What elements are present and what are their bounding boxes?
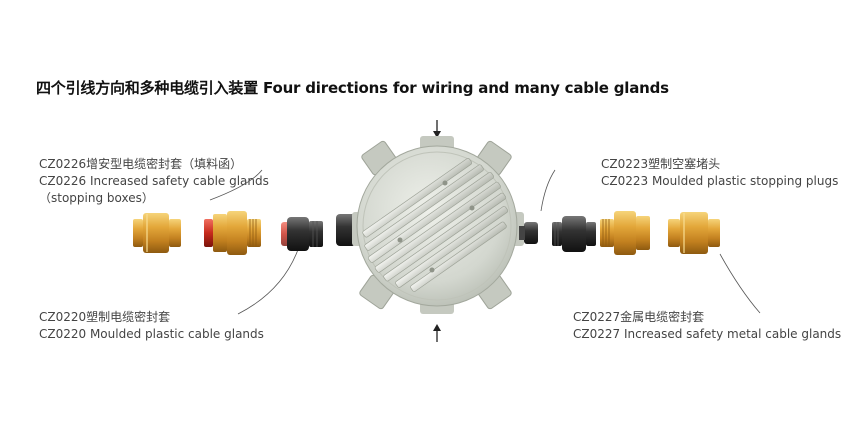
gland-right-brass xyxy=(600,211,650,255)
leader-lines xyxy=(209,169,761,315)
leader-cz0226 xyxy=(209,169,263,201)
arrow-bottom xyxy=(433,324,441,342)
label-cz0220: CZ0220塑制电缆密封套 CZ0220 Moulded plastic cab… xyxy=(39,309,264,343)
gland-right-plastic xyxy=(552,216,596,252)
leader-cz0223 xyxy=(540,169,556,212)
label-cz0226-note: （stopping boxes） xyxy=(39,191,154,205)
gland-red-seal xyxy=(204,211,261,255)
leader-cz0220 xyxy=(237,243,301,315)
label-cz0223: CZ0223塑制空塞堵头 CZ0223 Moulded plastic stop… xyxy=(601,156,838,190)
gland-cz0220-plastic xyxy=(281,217,323,251)
plug-cz0223 xyxy=(519,222,538,244)
arrow-top xyxy=(433,120,441,138)
label-cz0223-en: CZ0223 Moulded plastic stopping plugs xyxy=(601,174,839,188)
label-cz0227-en: CZ0227 Increased safety metal cable glan… xyxy=(573,327,842,341)
leader-cz0227 xyxy=(719,253,761,314)
label-cz0220-en: CZ0220 Moulded plastic cable glands xyxy=(39,327,264,341)
gland-cz0226-brass xyxy=(133,213,181,253)
junction-box xyxy=(352,136,524,314)
label-cz0226: CZ0226增安型电缆密封套（填料函） CZ0226 Increased saf… xyxy=(39,156,269,207)
label-cz0226-cn: CZ0226增安型电缆密封套（填料函） xyxy=(39,157,243,171)
label-cz0220-cn: CZ0220塑制电缆密封套 xyxy=(39,310,171,324)
gland-cz0227-brass xyxy=(668,212,720,254)
label-cz0226-en: CZ0226 Increased safety cable glands xyxy=(39,174,269,188)
label-cz0227: CZ0227金属电缆密封套 CZ0227 Increased safety me… xyxy=(573,309,841,343)
label-cz0227-cn: CZ0227金属电缆密封套 xyxy=(573,310,705,324)
label-cz0223-cn: CZ0223塑制空塞堵头 xyxy=(601,157,721,171)
page-title: 四个引线方向和多种电缆引入装置 Four directions for wiri… xyxy=(36,79,669,97)
